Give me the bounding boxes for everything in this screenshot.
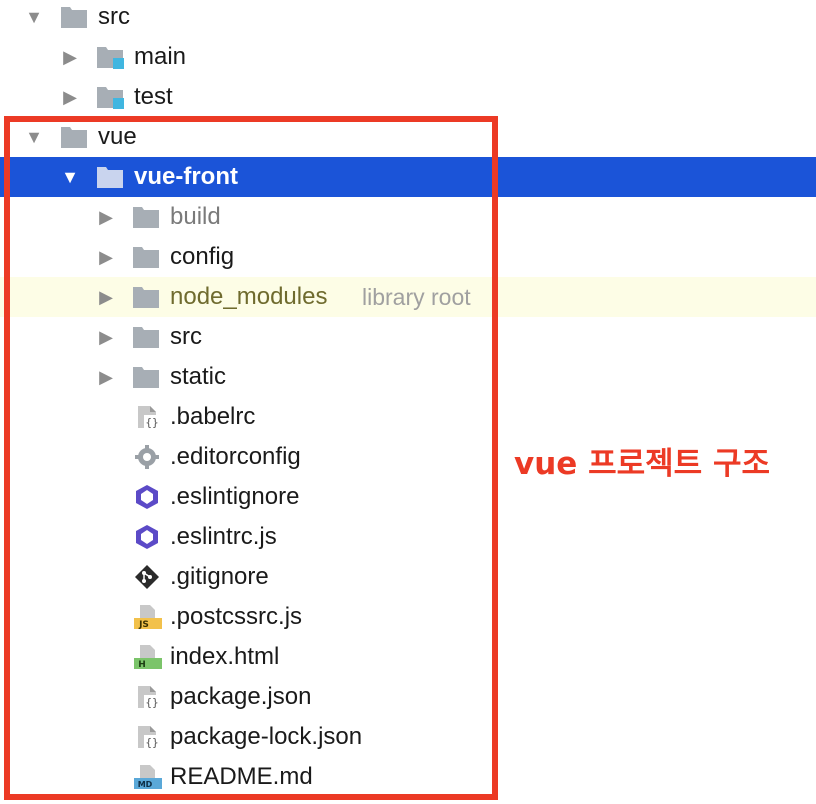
git-icon	[135, 565, 159, 589]
tree-row-label: index.html	[170, 643, 280, 670]
eslint-icon	[136, 485, 158, 509]
tree-row-src-inner[interactable]: ▶ src	[0, 317, 816, 357]
svg-text:JS: JS	[138, 620, 149, 629]
tree-row-build[interactable]: ▶ build	[0, 197, 816, 237]
folder-icon	[133, 247, 159, 268]
tree-row-label: node_modules	[170, 283, 328, 310]
tree-row-label: .postcssrc.js	[170, 603, 303, 630]
tree-row-label: .babelrc	[170, 403, 256, 430]
svg-text:{}: {}	[145, 416, 158, 429]
tree-row-gitignore[interactable]: .gitignore	[0, 557, 816, 597]
tree-row-label: config	[170, 243, 235, 270]
expand-arrow-icon[interactable]: ▶	[99, 287, 113, 307]
tree-row-label: src	[170, 323, 202, 350]
expand-arrow-icon[interactable]: ▶	[99, 207, 113, 227]
json-file-icon: {}	[138, 686, 160, 709]
test-folder-icon	[97, 87, 124, 109]
json-file-icon: {}	[138, 726, 160, 749]
folder-icon	[133, 287, 159, 308]
svg-text:{}: {}	[145, 736, 158, 749]
js-file-icon: JS	[134, 605, 162, 629]
tree-row-label: vue	[98, 123, 137, 150]
tree-row-package-lock-json[interactable]: {} package-lock.json	[0, 717, 816, 757]
markdown-file-icon: MD	[134, 765, 162, 789]
tree-row-label: test	[134, 83, 173, 110]
json-file-icon: {}	[138, 406, 160, 429]
gear-icon	[135, 445, 159, 469]
expand-arrow-icon[interactable]: ▶	[63, 87, 77, 107]
expand-arrow-icon[interactable]: ▶	[63, 47, 77, 67]
tree-row-babelrc[interactable]: {} .babelrc	[0, 397, 816, 437]
tree-row-label: .editorconfig	[170, 443, 301, 470]
svg-text:H: H	[138, 660, 146, 669]
folder-icon	[61, 7, 87, 28]
html-file-icon: H	[134, 645, 162, 669]
svg-text:{}: {}	[145, 696, 158, 709]
tree-row-eslintignore[interactable]: .eslintignore	[0, 477, 816, 517]
tree-row-src[interactable]: ▼ src	[0, 0, 816, 37]
source-folder-icon	[97, 47, 124, 69]
tree-row-package-json[interactable]: {} package.json	[0, 677, 816, 717]
expand-arrow-icon[interactable]: ▼	[25, 7, 43, 27]
tree-row-label: package.json	[170, 683, 312, 710]
tree-row-postcssrc[interactable]: JS .postcssrc.js	[0, 597, 816, 637]
tree-row-config[interactable]: ▶ config	[0, 237, 816, 277]
expand-arrow-icon[interactable]: ▶	[99, 327, 113, 347]
tree-row-vue-front[interactable]: ▼ vue-front	[0, 157, 816, 197]
expand-arrow-icon[interactable]: ▶	[99, 247, 113, 267]
tree-row-vue[interactable]: ▼ vue	[0, 117, 816, 157]
tree-row-label: .eslintrc.js	[170, 523, 277, 550]
tree-row-index-html[interactable]: H index.html	[0, 637, 816, 677]
tree-row-label: main	[134, 43, 187, 70]
folder-icon	[133, 367, 159, 388]
tree-row-readme[interactable]: MD README.md	[0, 757, 816, 797]
tree-row-node-modules[interactable]: ▶ node_modules library root	[0, 277, 816, 317]
library-root-suffix: library root	[362, 284, 471, 310]
eslint-icon	[136, 525, 158, 549]
folder-icon	[133, 327, 159, 348]
svg-text:MD: MD	[138, 780, 153, 789]
folder-icon	[133, 207, 159, 228]
folder-icon	[61, 127, 87, 148]
tree-row-label: README.md	[170, 763, 313, 790]
tree-row-label: vue-front	[134, 163, 238, 190]
tree-row-label: .gitignore	[170, 563, 269, 590]
expand-arrow-icon[interactable]: ▶	[99, 367, 113, 387]
tree-row-label: src	[98, 3, 130, 30]
tree-row-main[interactable]: ▶ main	[0, 37, 816, 77]
tree-row-label: build	[170, 203, 221, 230]
expand-arrow-icon[interactable]: ▼	[25, 127, 43, 147]
tree-row-label: package-lock.json	[170, 723, 363, 750]
tree-row-eslintrc[interactable]: .eslintrc.js	[0, 517, 816, 557]
folder-icon	[97, 167, 123, 188]
tree-row-editorconfig[interactable]: .editorconfig	[0, 437, 816, 477]
tree-row-static[interactable]: ▶ static	[0, 357, 816, 397]
expand-arrow-icon[interactable]: ▼	[61, 167, 79, 187]
tree-row-label: static	[170, 363, 227, 390]
tree-row-test[interactable]: ▶ test	[0, 77, 816, 117]
tree-row-label: .eslintignore	[170, 483, 300, 510]
annotation-label: vue 프로젝트 구조	[514, 446, 771, 482]
